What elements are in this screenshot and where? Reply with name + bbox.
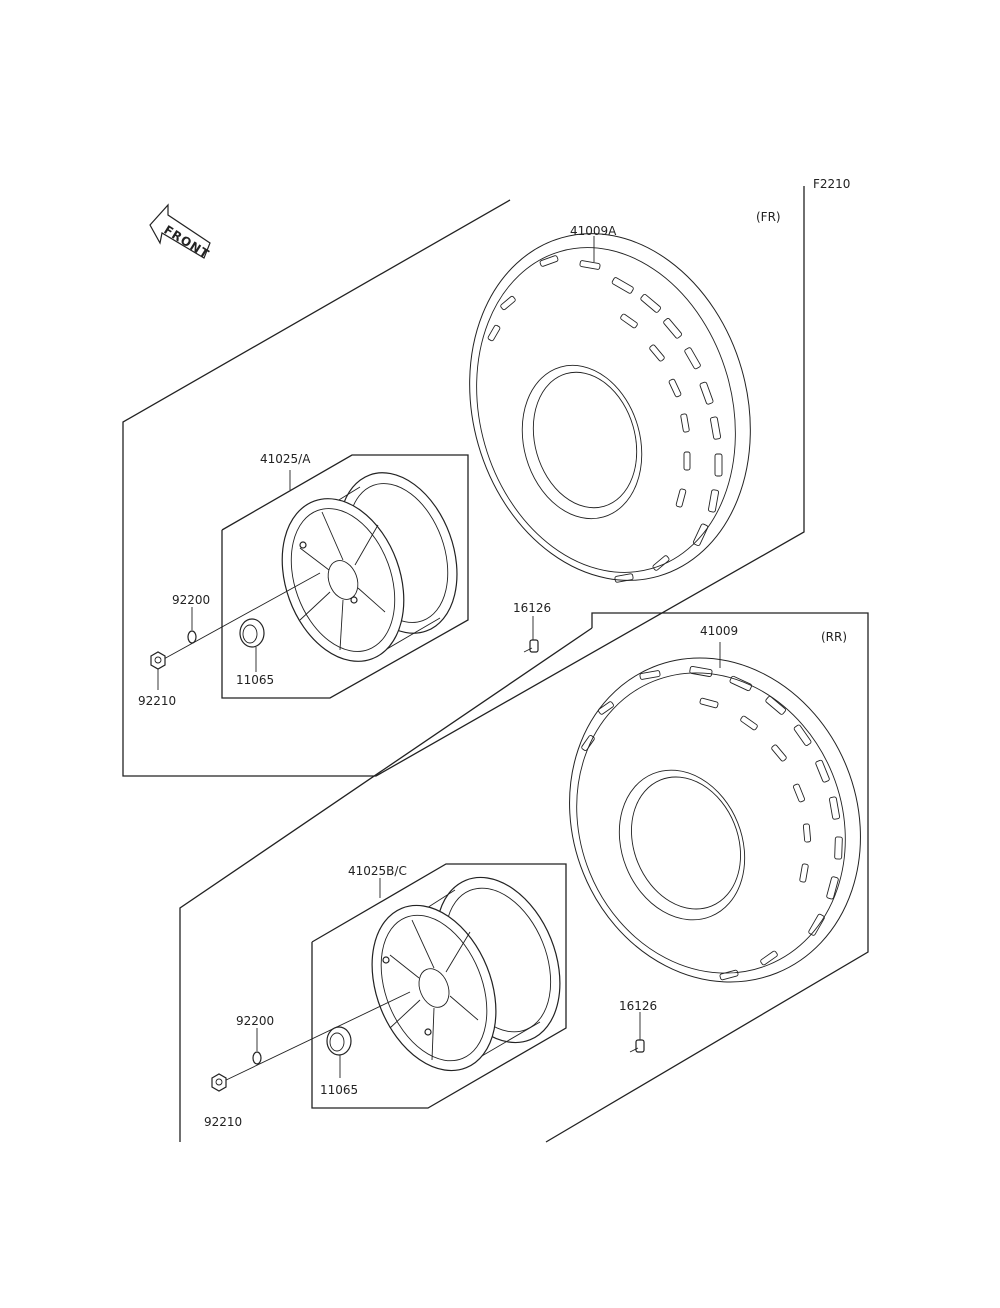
rear-group: (RR) — [179, 612, 869, 1143]
front-washer-part-label: 92200 — [172, 593, 210, 607]
front-cap — [239, 618, 265, 648]
front-nut — [150, 651, 166, 670]
front-group: (FR) — [122, 186, 805, 777]
rear-wheel — [371, 876, 561, 1072]
front-wheel-frame — [221, 454, 469, 699]
front-valve-part-label: 16126 — [513, 601, 551, 615]
rear-wheel-spokes — [389, 919, 479, 1061]
rear-group-frame — [179, 627, 593, 1142]
rear-tire-part-label: 41009 — [700, 624, 738, 638]
front-tire — [469, 233, 751, 583]
rear-cap — [326, 1026, 352, 1056]
rear-nut-part-label: 92210 — [204, 1115, 242, 1129]
front-nut-part-label: 92210 — [138, 694, 176, 708]
front-wheel — [281, 472, 458, 662]
rear-cap-part-label: 11065 — [320, 1083, 358, 1097]
front-valve — [523, 639, 539, 653]
front-tire-tread-pattern — [487, 255, 723, 583]
rear-nut — [211, 1073, 227, 1092]
rear-tire — [569, 657, 861, 983]
front-wheel-part-label: 41025/A — [260, 452, 311, 466]
rear-wheel-frame — [311, 863, 567, 1109]
rear-valve-part-label: 16126 — [619, 999, 657, 1013]
front-cap-part-label: 11065 — [236, 673, 274, 687]
front-washer — [187, 630, 197, 644]
front-group-frame — [122, 186, 805, 777]
front-wheel-spokes — [299, 511, 386, 651]
rear-tire-tread-pattern — [581, 666, 843, 981]
rear-position-label: (RR) — [821, 630, 847, 644]
rear-wheel-part-label: 41025B/C — [348, 864, 407, 878]
rear-washer — [252, 1051, 262, 1065]
front-position-label: (FR) — [756, 210, 781, 224]
rear-group-frame-right — [545, 612, 869, 1143]
front-tire-part-label: 41009A — [570, 224, 617, 238]
figure-code: F2210 — [813, 177, 850, 191]
rear-washer-part-label: 92200 — [236, 1014, 274, 1028]
front-arrow-icon: FRONT — [149, 203, 212, 262]
rear-valve — [629, 1039, 645, 1053]
